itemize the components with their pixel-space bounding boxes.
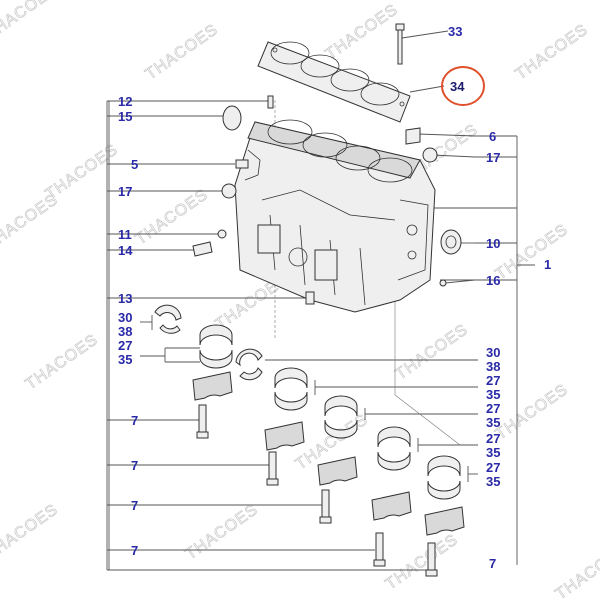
callout-30-left: 30	[118, 310, 132, 325]
callout-38-right: 38	[486, 359, 500, 374]
callout-17-left: 17	[118, 184, 132, 199]
watermark-text: THACOES	[43, 141, 122, 203]
bearing-caps	[192, 371, 465, 536]
watermark-text: THACOES	[383, 531, 462, 593]
callout-33: 33	[448, 24, 462, 39]
head-gasket	[257, 41, 411, 123]
highlight-circle	[441, 66, 485, 106]
cap-bolts	[196, 404, 438, 577]
callout-27-e: 27	[486, 460, 500, 475]
watermark-text: THACOES	[23, 331, 102, 393]
watermark-text: THACOES	[0, 501, 61, 563]
callout-35-d: 35	[486, 445, 500, 460]
leader-lines	[106, 30, 535, 571]
callout-35-c: 35	[486, 415, 500, 430]
callout-30-right: 30	[486, 345, 500, 360]
watermark-text: THACOES	[513, 21, 592, 83]
callout-35-e: 35	[486, 474, 500, 489]
cylinder-block	[234, 119, 436, 313]
small-parts	[192, 95, 462, 305]
watermark-text: THACOES	[143, 21, 222, 83]
callout-27-d: 27	[486, 431, 500, 446]
callout-17-right: 17	[486, 150, 500, 165]
callout-35-b: 35	[486, 387, 500, 402]
main-bearings	[199, 324, 461, 500]
watermark-text: THACOES	[553, 541, 600, 600]
callout-14: 14	[118, 243, 133, 258]
watermark-text: THACOES	[493, 381, 572, 443]
callout-16: 16	[486, 273, 500, 288]
callout-27-left: 27	[118, 338, 132, 353]
watermark-text: THACOES	[0, 0, 61, 43]
callout-34: 34	[450, 79, 465, 94]
callout-38-left: 38	[118, 324, 132, 339]
callout-15: 15	[118, 109, 132, 124]
callout-35-left: 35	[118, 352, 132, 367]
watermark-text: THACOES	[0, 191, 61, 253]
callout-10: 10	[486, 236, 500, 251]
callout-11: 11	[118, 227, 132, 242]
callout-5: 5	[131, 157, 138, 172]
watermark-text: THACOES	[393, 321, 472, 383]
callout-13: 13	[118, 291, 132, 306]
callout-12: 12	[118, 94, 132, 109]
callout-7-d: 7	[131, 543, 138, 558]
callout-7-b: 7	[131, 458, 138, 473]
watermark-text: THACOES	[183, 501, 262, 563]
callout-7-c: 7	[131, 498, 138, 513]
callout-1: 1	[544, 257, 551, 272]
callout-7-e: 7	[489, 556, 496, 571]
thrust-washers	[154, 304, 263, 381]
head-bolt	[395, 23, 405, 65]
callout-27-c: 27	[486, 401, 500, 416]
callout-labels: 33 34 12 15 6 5 17 17 11 14 10 1 16 13 3…	[118, 24, 551, 571]
watermark-text: THACOES	[493, 221, 572, 283]
callout-6: 6	[489, 129, 496, 144]
watermark-text: THACOES	[323, 1, 402, 63]
callout-27-b: 27	[486, 373, 500, 388]
watermark-text: THACOES	[133, 186, 212, 248]
callout-7-a: 7	[131, 413, 138, 428]
